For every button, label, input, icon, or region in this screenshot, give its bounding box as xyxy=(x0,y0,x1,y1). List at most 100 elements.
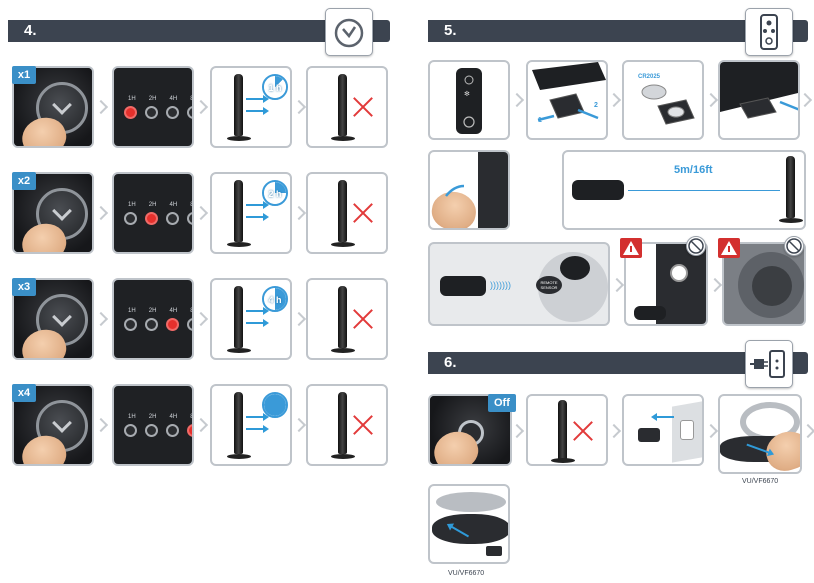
press-count-tag: x4 xyxy=(12,384,36,402)
led-row xyxy=(124,424,192,437)
knob-panel xyxy=(12,278,94,360)
timer-led xyxy=(187,106,192,119)
timer-led xyxy=(187,212,192,225)
timer-led xyxy=(145,318,158,331)
timer-duration: 1 h xyxy=(268,83,282,93)
led-label: 4H xyxy=(169,308,178,314)
unplug-icon xyxy=(745,340,793,388)
stop-x-icon xyxy=(352,96,374,118)
timer-clock-icon xyxy=(325,8,373,56)
led-panel: 1H 2H 4H 8H xyxy=(112,278,194,360)
timer-dial: 1 h xyxy=(262,74,288,100)
fan-stopped-panel xyxy=(306,384,388,466)
timer-led xyxy=(124,212,137,225)
step-6-header: 6. xyxy=(428,352,808,374)
no-touch-icon xyxy=(784,236,804,256)
remote-control: ✻ xyxy=(456,68,482,134)
led-labels: 1H2H4H8H xyxy=(128,414,194,420)
step-5-header: 5. xyxy=(428,20,808,42)
led-label: 8H xyxy=(190,308,194,314)
chevron-right-icon xyxy=(291,205,307,221)
remote-icon xyxy=(745,8,793,56)
chevron-down-icon xyxy=(52,307,72,327)
chevron-right-icon xyxy=(797,92,813,108)
remote-step-1: 1 xyxy=(538,117,542,124)
timer-led xyxy=(187,318,192,331)
warning-icon xyxy=(620,238,642,258)
battery-close-panel xyxy=(718,60,800,140)
led-label: 2H xyxy=(148,308,157,314)
chevron-right-icon xyxy=(93,417,109,433)
chevron-down-icon xyxy=(52,201,72,221)
chevron-right-icon xyxy=(609,277,625,293)
remote-front-panel: ✻ xyxy=(428,60,510,140)
timer-led xyxy=(124,318,137,331)
timer-led xyxy=(124,106,137,119)
timer-led xyxy=(145,106,158,119)
timer-dial: 4 h xyxy=(262,286,288,312)
sensor-display xyxy=(560,256,590,280)
fan-tower xyxy=(234,180,243,242)
chevron-right-icon xyxy=(93,311,109,327)
sensor-warning-panel xyxy=(722,242,806,326)
remote-storage-panel xyxy=(428,150,510,230)
remote-pointing xyxy=(440,276,486,296)
led-panel: 1H2H4H8H xyxy=(112,66,194,148)
chevron-right-icon xyxy=(606,92,622,108)
fan-stopped-panel xyxy=(306,66,388,148)
led-label: 8H xyxy=(190,96,194,102)
fan-running-panel xyxy=(210,384,292,466)
cord-wrap-panel xyxy=(718,394,802,474)
model-label-bottom: VU/VF6670 xyxy=(448,570,485,577)
knob-panel xyxy=(12,66,94,148)
fan-tower xyxy=(786,156,795,218)
led-label: 1H xyxy=(128,308,136,314)
press-count-tag: x2 xyxy=(12,172,36,190)
off-label: Off xyxy=(488,394,516,412)
led-label: 8H xyxy=(190,202,194,208)
off-button-panel xyxy=(428,394,512,466)
timer-dial xyxy=(262,392,288,418)
cord-base-panel xyxy=(428,484,510,564)
fan-tower xyxy=(234,392,243,454)
no-touch-icon xyxy=(686,236,706,256)
fan-running-panel: 1 h xyxy=(210,66,292,148)
remote-control-side xyxy=(572,180,624,200)
chevron-right-icon xyxy=(703,92,719,108)
led-label: 8H xyxy=(190,414,194,420)
stop-x-icon xyxy=(352,414,374,436)
chevron-right-icon xyxy=(703,423,719,439)
timer-led xyxy=(166,212,179,225)
led-panel: 1H2H4H8H xyxy=(112,172,194,254)
fan-stopped-panel xyxy=(306,172,388,254)
fan-running-panel: 4 h xyxy=(210,278,292,360)
fan-stopped-panel xyxy=(526,394,608,466)
remote-range-distance: 5m/16ft xyxy=(674,164,713,176)
chevron-right-icon xyxy=(606,423,622,439)
timer-led xyxy=(166,424,179,437)
timer-led xyxy=(145,212,158,225)
chevron-right-icon xyxy=(509,92,525,108)
remote-sensor-panel: ))))))) REMOTE SENSOR xyxy=(428,242,610,326)
led-label: 2H xyxy=(148,414,157,420)
led-label: 1H xyxy=(128,96,136,102)
chevron-right-icon xyxy=(509,423,525,439)
led-label: 4H xyxy=(169,414,178,420)
led-labels: 1H 2H 4H 8H xyxy=(128,308,194,314)
timer-led xyxy=(145,424,158,437)
led-label: 1H xyxy=(128,202,136,208)
range-line xyxy=(628,190,780,191)
model-label-right: VU/VF6670 xyxy=(742,478,779,485)
led-label: 4H xyxy=(169,202,178,208)
step-4-number: 4. xyxy=(24,22,37,39)
chevron-right-icon xyxy=(800,423,814,439)
unplug-panel xyxy=(622,394,704,466)
chevron-right-icon xyxy=(193,205,209,221)
step-4-header: 4. xyxy=(8,20,390,42)
battery-insert-panel: CR2025 xyxy=(622,60,704,140)
chevron-down-icon xyxy=(52,413,72,433)
led-label: 2H xyxy=(148,96,157,102)
chevron-right-icon xyxy=(93,99,109,115)
fan-stopped-panel xyxy=(306,278,388,360)
remote-signal: ))))))) xyxy=(490,280,511,290)
